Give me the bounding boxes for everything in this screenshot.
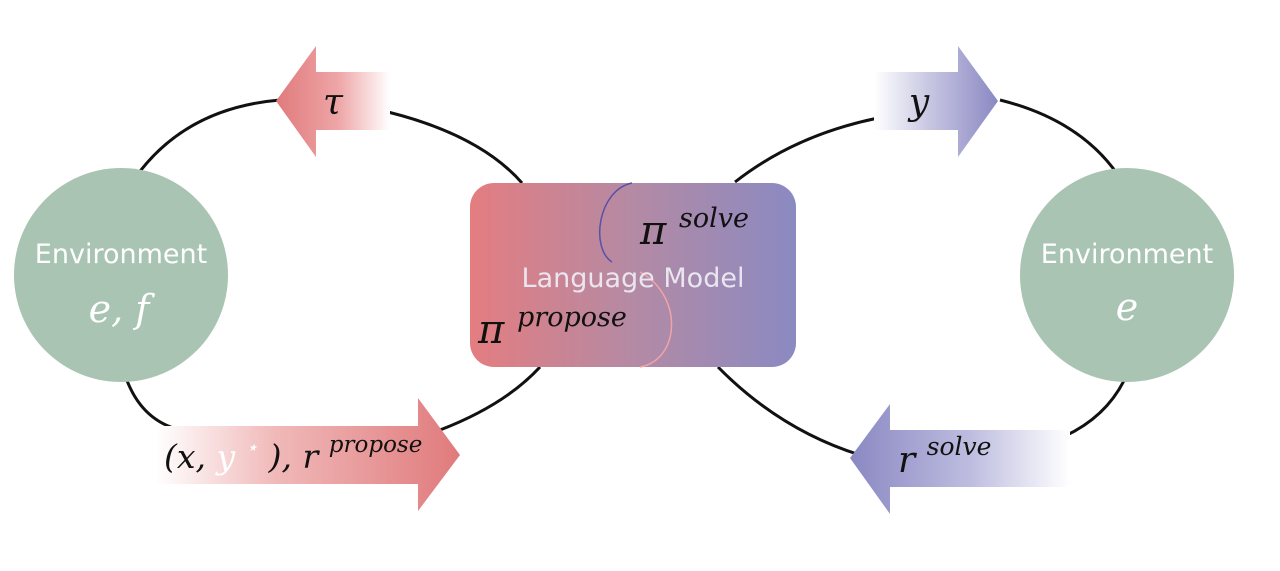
propose-policy-base: π	[477, 307, 505, 353]
right-upper-inner-loop	[734, 116, 879, 184]
loop-lines	[123, 98, 1130, 457]
solve-policy: π solve	[639, 203, 749, 254]
tau-arrow-shape	[276, 46, 390, 157]
solve-reward-arrow: r solve	[850, 404, 1070, 514]
propose-policy-sup: propose	[517, 302, 627, 333]
left-environment-symbols: e, f	[89, 287, 156, 331]
task-reward-arrow-shape	[156, 398, 460, 511]
solve-reward-label: r solve	[898, 432, 991, 481]
language-model-label: Language Model	[522, 263, 745, 294]
propose-policy: π propose	[477, 302, 627, 353]
solve-policy-base: π	[639, 208, 667, 254]
left-environment-circle	[14, 168, 228, 382]
propose-reward-sup: propose	[329, 432, 423, 458]
right-upper-loop	[999, 98, 1120, 176]
left-upper-loop	[133, 98, 281, 179]
task-star: ⋆	[246, 435, 259, 459]
y-arrow-label: y	[907, 82, 930, 123]
y-arrow: y	[874, 46, 998, 157]
left-lower-inner-loop	[439, 365, 542, 432]
left-environment: Environment e, f	[14, 168, 228, 382]
solve-reward-sup: solve	[927, 432, 992, 461]
right-environment-symbols: e	[1116, 285, 1139, 329]
tau-arrow: τ	[276, 46, 390, 157]
y-arrow-shape	[874, 46, 998, 157]
left-lower-loop	[123, 374, 181, 432]
propose-reward-r: r	[303, 437, 321, 476]
left-environment-title: Environment	[35, 239, 207, 270]
solve-reward-arrow-shape	[850, 404, 1070, 514]
language-model-box	[470, 183, 796, 367]
right-environment: Environment e	[1020, 168, 1234, 382]
tau-arrow-label: τ	[323, 82, 344, 123]
left-upper-inner-loop	[387, 110, 524, 184]
right-environment-circle	[1020, 168, 1234, 382]
right-environment-title: Environment	[1041, 239, 1213, 270]
task-open: (x,	[164, 437, 216, 476]
right-lower-inner-loop	[716, 365, 861, 457]
solve-policy-sup: solve	[679, 203, 749, 234]
solve-divider	[598, 182, 633, 263]
task-reward-arrow: (x, y ⋆ ), r propose	[156, 398, 460, 511]
task-y-star: y	[214, 437, 235, 476]
task-close: ),	[268, 437, 303, 476]
language-model: Language Model π solve π propose	[470, 182, 796, 368]
solve-reward-r: r	[898, 440, 917, 481]
task-reward-label: (x, y ⋆ ), r propose	[164, 423, 422, 476]
propose-divider	[639, 271, 673, 368]
